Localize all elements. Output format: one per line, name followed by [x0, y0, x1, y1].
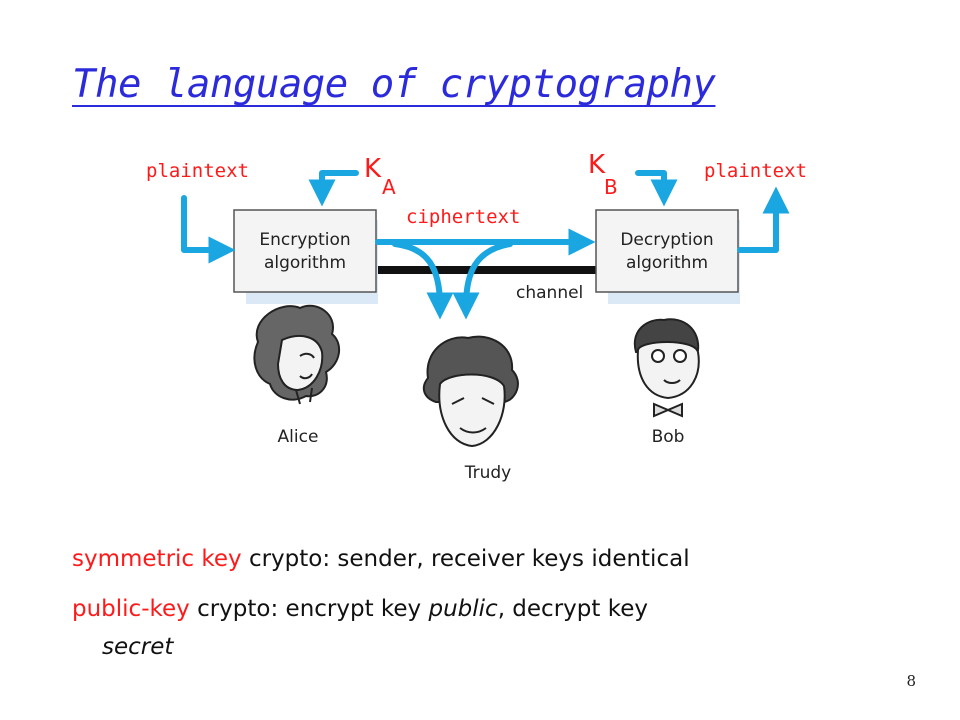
key-a-letter: K: [364, 154, 382, 184]
bullet-public-key-continued: secret: [102, 634, 173, 660]
alice-illustration: [253, 304, 341, 405]
key-a-subscript: A: [382, 175, 396, 199]
intercept-arrow-left: [392, 241, 454, 320]
decryption-box: [595, 209, 739, 293]
public-key-term: public-key: [72, 596, 190, 622]
plaintext-left-label: plaintext: [146, 160, 249, 182]
plaintext-in-arrow: [181, 195, 236, 264]
decryption-label-1: Decryption: [620, 230, 713, 250]
slide-title: The language of cryptography: [72, 62, 716, 107]
secret-word: secret: [102, 634, 174, 660]
decryption-label-2: algorithm: [626, 253, 708, 273]
bullet-symmetric: symmetric key crypto: sender, receiver k…: [72, 546, 690, 572]
channel-line: [378, 266, 596, 274]
encryption-label-1: Encryption: [259, 230, 350, 250]
intercept-arrow-right: [452, 241, 513, 320]
encryption-box: [233, 209, 377, 293]
key-a-arrow: [308, 170, 359, 207]
symmetric-description: crypto: sender, receiver keys identical: [241, 546, 690, 572]
ciphertext-label: ciphertext: [406, 206, 521, 228]
public-key-description-2: , decrypt key: [497, 596, 648, 622]
public-word: public: [428, 596, 498, 622]
symmetric-key-term: symmetric key: [72, 546, 242, 572]
key-b-subscript: B: [604, 175, 618, 199]
page-number: 8: [906, 672, 916, 690]
key-b-letter: K: [588, 150, 606, 180]
alice-label: Alice: [278, 427, 319, 447]
encryption-label-2: algorithm: [264, 253, 346, 273]
public-key-description-1: crypto: encrypt key: [189, 596, 429, 622]
trudy-illustration: [422, 335, 519, 448]
trudy-label: Trudy: [464, 463, 512, 483]
bob-label: Bob: [652, 427, 685, 447]
plaintext-right-label: plaintext: [704, 160, 807, 182]
bullet-public-key: public-key crypto: encrypt key public, d…: [72, 596, 648, 622]
channel-label: channel: [516, 283, 583, 303]
key-b-arrow: [635, 170, 678, 207]
plaintext-out-arrow: [737, 186, 790, 253]
bob-illustration: [633, 318, 700, 418]
